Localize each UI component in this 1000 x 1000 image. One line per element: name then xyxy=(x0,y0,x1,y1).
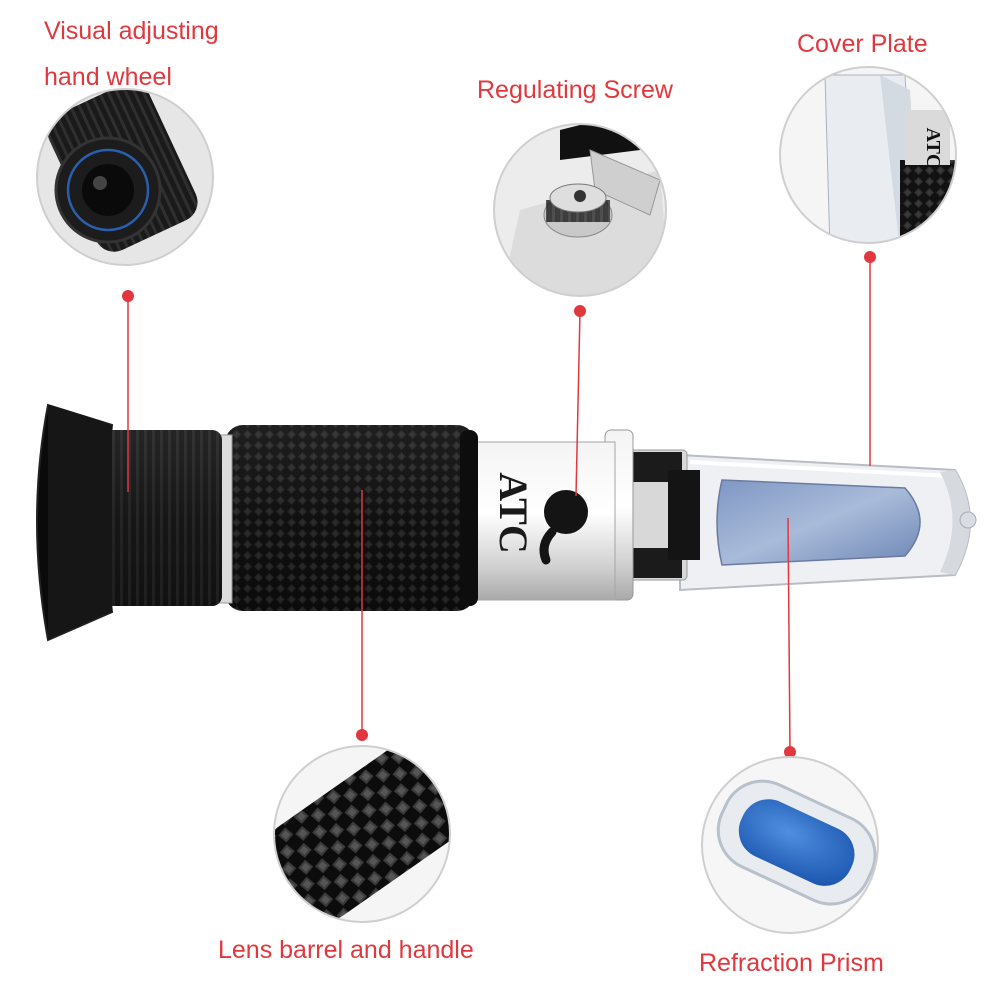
detail-regulating-screw xyxy=(493,123,667,297)
dot-prism xyxy=(784,746,796,758)
prism-blue-pad xyxy=(738,799,855,886)
refractometer-body: ATC xyxy=(36,403,977,642)
dot-wheel xyxy=(122,290,134,302)
dot-screw xyxy=(574,305,586,317)
leader-lines xyxy=(127,257,871,753)
refraction-prism-plate xyxy=(716,479,921,566)
atc-marking: ATC xyxy=(491,472,536,553)
label-refraction-prism: Refraction Prism xyxy=(699,949,884,977)
label-regulating-screw: Regulating Screw xyxy=(477,76,673,104)
label-hand-wheel-line2: hand wheel xyxy=(44,63,172,91)
dot-barrel xyxy=(356,729,368,741)
detail-lens-barrel xyxy=(273,745,451,923)
dot-cover xyxy=(864,251,876,263)
label-cover-plate: Cover Plate xyxy=(797,30,928,58)
svg-text:ATC: ATC xyxy=(922,128,944,169)
leader-dots xyxy=(122,251,876,758)
label-lens-barrel: Lens barrel and handle xyxy=(218,936,474,964)
regulating-screw-knob[interactable] xyxy=(544,490,588,534)
detail-hand-wheel xyxy=(36,88,214,266)
label-hand-wheel-line1: Visual adjusting xyxy=(44,17,219,45)
atc-body xyxy=(454,441,616,601)
lens-blue-ring xyxy=(66,148,150,232)
detail-refraction-prism xyxy=(701,756,879,934)
detail-cover-plate: ATC xyxy=(779,66,957,244)
